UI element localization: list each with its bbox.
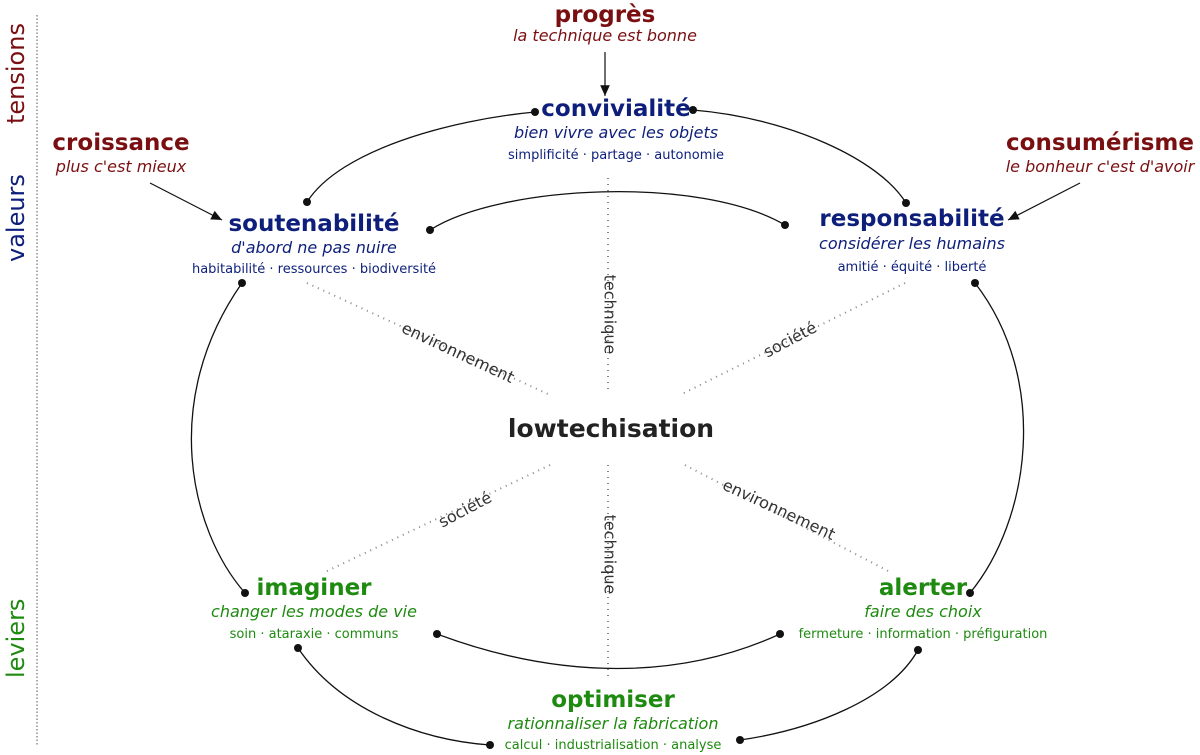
- valeur-responsabilite-subtitle: considérer les humains: [819, 234, 1005, 253]
- axis-technique-top: technique: [600, 274, 620, 355]
- levier-optimiser-subtitle: rationnaliser la fabrication: [507, 714, 719, 733]
- axis-technique-bottom: technique: [600, 514, 620, 595]
- center-lowtechisation: lowtechisation: [507, 414, 715, 443]
- tension-arrows: [149, 52, 1081, 221]
- arcs: [190, 109, 1025, 746]
- arc-convivialite-soutenabilite: [306, 111, 536, 203]
- tension-progres-subtitle: la technique est bonne: [513, 26, 697, 45]
- arrow-croissance: [149, 182, 223, 221]
- levier-imaginer-subtitle: changer les modes de vie: [211, 602, 417, 621]
- levier-imaginer-title: imaginer: [256, 575, 372, 601]
- levier-alerter-title: alerter: [878, 575, 968, 601]
- arc-imaginer-alerter: [436, 633, 781, 670]
- band-leviers: leviers: [2, 598, 30, 678]
- valeur-responsabilite-title: responsabilité: [819, 206, 1005, 232]
- arc-responsabilite-alerter: [969, 282, 1025, 594]
- levier-alerter-subtitle: faire des choix: [864, 602, 982, 621]
- tension-croissance-title: croissance: [52, 130, 190, 156]
- band-valeurs: valeurs: [2, 174, 30, 262]
- radial-lines: [306, 178, 906, 680]
- arc-convivialite-responsabilite: [692, 109, 907, 204]
- levier-optimiser-title: optimiser: [551, 687, 675, 713]
- radial-environnement-top: [306, 282, 551, 396]
- levier-optimiser-keywords: calcul · industrialisation · analyse: [504, 738, 722, 753]
- arrow-consumerisme: [1007, 182, 1081, 221]
- radial-environnement-bottom: [684, 464, 891, 573]
- arc-dots: [238, 106, 979, 749]
- valeur-soutenabilite-title: soutenabilité: [228, 211, 400, 237]
- tension-consumerisme-subtitle: le bonheur c'est d'avoir: [1005, 157, 1195, 176]
- levier-alerter-keywords: fermeture · information · préfiguration: [798, 627, 1048, 642]
- arc-soutenabilite-responsabilite: [429, 191, 786, 231]
- arc-soutenabilite-imaginer: [190, 282, 246, 594]
- valeur-convivialite-subtitle: bien vivre avec les objets: [513, 123, 719, 142]
- valeur-soutenabilite-keywords: habitabilité · ressources · biodiversité: [191, 262, 437, 277]
- arc-imaginer-optimiser: [297, 647, 491, 746]
- valeur-soutenabilite-subtitle: d'abord ne pas nuire: [231, 238, 397, 257]
- levier-imaginer-keywords: soin · ataraxie · communs: [229, 627, 399, 642]
- valeur-convivialite-keywords: simplificité · partage · autonomie: [508, 148, 724, 163]
- tension-consumerisme-title: consumérisme: [1006, 130, 1194, 156]
- tension-progres-title: progrès: [554, 2, 656, 28]
- valeur-responsabilite-keywords: amitié · équité · liberté: [837, 260, 987, 275]
- valeur-convivialite-title: convivialité: [541, 96, 691, 122]
- tension-croissance-subtitle: plus c'est mieux: [55, 157, 187, 176]
- arc-alerter-optimiser: [739, 649, 919, 741]
- band-tensions: tensions: [2, 23, 30, 124]
